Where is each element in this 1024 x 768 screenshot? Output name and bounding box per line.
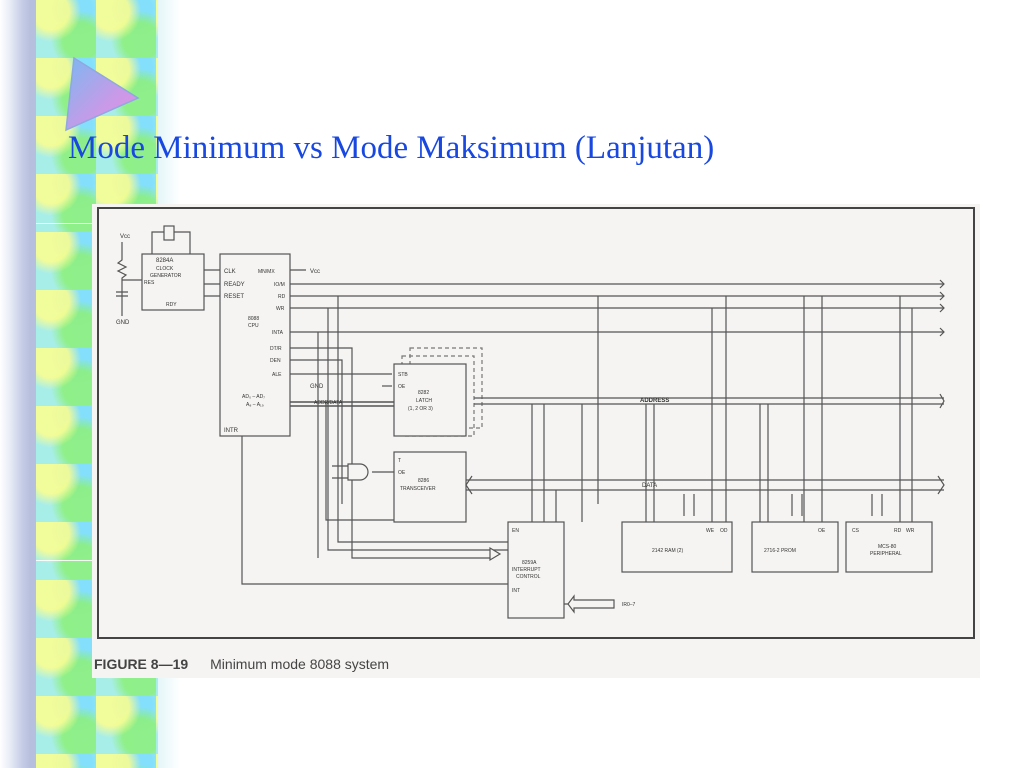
clock-name1-label: CLOCK: [156, 266, 174, 272]
cpu-name-label: CPU: [248, 323, 259, 329]
triangle-bullet-icon: [65, 56, 140, 132]
clock-generator-box: [141, 253, 205, 311]
crystal-icon: [163, 225, 175, 241]
and-gate-icon: [347, 463, 369, 481]
transceiver-8286-box: [393, 451, 467, 523]
prom-name-label: 2716-2 PROM: [764, 548, 796, 554]
pic-int-label: INT: [512, 588, 520, 594]
latch-name-label: LATCH: [416, 398, 432, 404]
peripheral-mcs80-box: [845, 521, 933, 573]
vcc-label: Vᴄᴄ: [120, 234, 130, 240]
res-label: RES: [144, 280, 155, 286]
ram-we-label: WE: [706, 528, 715, 534]
data-bus-label: DATA: [642, 483, 657, 489]
addr-data-bus-label: ADDR/DATA: [314, 400, 343, 406]
gnd-label: GND: [116, 320, 130, 326]
ready-label: READY: [224, 282, 245, 288]
figure-number: FIGURE 8—19: [94, 656, 189, 672]
latch-8282-box: [393, 363, 467, 437]
minimum-mode-schematic: Vᴄᴄ GND 8284A CLOCK GENERATOR RES RDY CL…: [97, 207, 975, 639]
ir-label: IR0–7: [622, 602, 636, 608]
transceiver-chip-label: 8286: [418, 478, 429, 484]
clk-label: CLK: [224, 269, 236, 275]
latch-chip-label: 8282: [418, 390, 429, 396]
mnmx-label: MN/MX: [258, 269, 275, 275]
cpu-chip-label: 8088: [248, 316, 259, 322]
peripheral-wr-label: WR: [906, 528, 915, 534]
peripheral-rd-label: RD: [894, 528, 902, 534]
iom-label: IO/M: [274, 282, 285, 288]
ale-label: ALE: [272, 372, 282, 378]
den-label: DEN: [270, 358, 281, 364]
peripheral-name2-label: PERIPHERAL: [870, 551, 902, 557]
prom-oe-label: OE: [818, 528, 826, 534]
slide-title: Mode Minimum vs Mode Maksimum (Lanjutan): [68, 130, 715, 166]
transceiver-oe-label: OE: [398, 470, 406, 476]
dtr-label: DT/R: [270, 346, 282, 352]
address-bus-label: ADDRESS: [640, 398, 669, 404]
transceiver-name-label: TRANSCEIVER: [400, 486, 436, 492]
cpu-8088-box: [219, 253, 291, 437]
circuit-diagram-figure: Vᴄᴄ GND 8284A CLOCK GENERATOR RES RDY CL…: [92, 204, 980, 678]
figure-caption-text: Minimum mode 8088 system: [210, 656, 390, 672]
clock-chip-label: 8284A: [156, 258, 173, 264]
transceiver-t-label: T: [398, 458, 401, 464]
figure-caption: FIGURE 8—19 Minimum mode 8088 system: [94, 656, 389, 672]
peripheral-cs-label: CS: [852, 528, 860, 534]
stb-label: STB: [398, 372, 408, 378]
peripheral-name1-label: MCS-80: [878, 544, 897, 550]
ram-name-label: 2142 RAM (2): [652, 548, 683, 554]
latch-gnd-label: GND: [310, 384, 324, 390]
pic-chip-label: 8259A: [522, 560, 537, 566]
rd-label: RD: [278, 294, 286, 300]
rdy-label: RDY: [166, 302, 177, 308]
a-label: A₈ – A₁₉: [246, 402, 264, 408]
intr-label: INTR: [224, 428, 239, 434]
reset-label: RESET: [224, 294, 244, 300]
ad-label: AD₀ – AD₇: [242, 394, 265, 400]
pic-en-label: EN: [512, 528, 519, 534]
ram-od-label: OD: [720, 528, 728, 534]
clock-name2-label: GENERATOR: [150, 273, 182, 279]
inta-label: INTA: [272, 330, 284, 336]
wr-label: WR: [276, 306, 285, 312]
cpu-vcc-label: Vᴄᴄ: [310, 269, 320, 275]
pic-name2-label: CONTROL: [516, 574, 541, 580]
pic-name1-label: INTERRUPT: [512, 567, 541, 573]
latch-count-label: (1, 2 OR 3): [408, 406, 433, 412]
interrupt-control-box: [507, 521, 565, 619]
prom-2716-box: [751, 521, 839, 573]
ram-2142-box: [621, 521, 733, 573]
latch-oe-label: OE: [398, 384, 406, 390]
